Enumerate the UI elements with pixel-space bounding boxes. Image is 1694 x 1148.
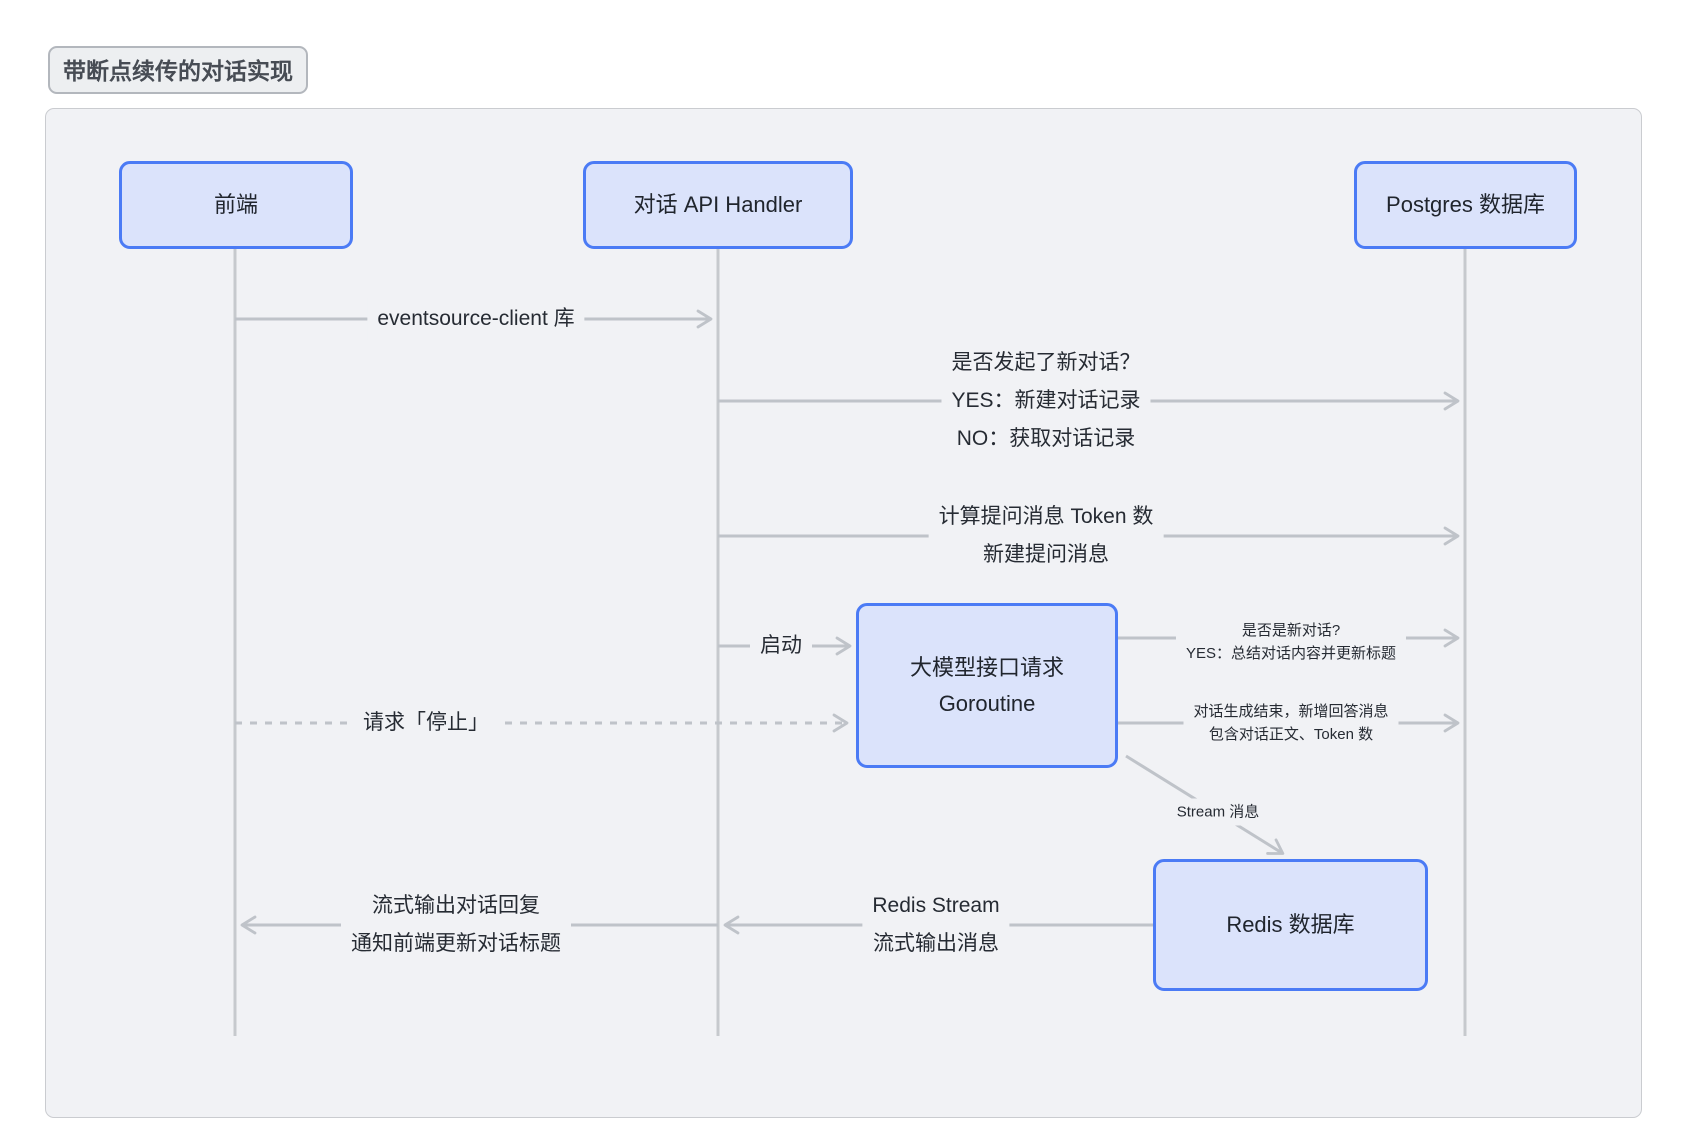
message-line: YES：总结对话内容并更新标题	[1185, 645, 1397, 662]
message-label-generation-done: 对话生成结束，新增回答消息 包含对话正文、Token 数	[1183, 698, 1399, 748]
goroutine-label-line1: 大模型接口请求	[909, 654, 1064, 680]
message-label-stream-message: Stream 消息	[1166, 798, 1270, 826]
message-label-stream-reply: 流式输出对话回复 通知前端更新对话标题	[341, 885, 571, 965]
message-line: 是否是新对话?	[1241, 622, 1341, 639]
message-label-is-new-conversation: 是否是新对话? YES：总结对话内容并更新标题	[1175, 617, 1407, 667]
message-label-start: 启动	[750, 625, 812, 667]
node-box-goroutine: 大模型接口请求 Goroutine	[856, 603, 1118, 768]
message-line: 包含对话正文、Token 数	[1208, 726, 1374, 743]
node-box-redis: Redis 数据库	[1153, 859, 1428, 991]
message-line: Redis Stream	[872, 894, 1000, 917]
message-line: 通知前端更新对话标题	[351, 932, 561, 955]
actor-frontend-label: 前端	[213, 192, 258, 217]
message-line: 新建提问消息	[983, 543, 1109, 566]
sequence-diagram-panel: eventsource-client 库 是否发起了新对话？ YES：新建对话记…	[45, 108, 1642, 1118]
message-line: Stream 消息	[1176, 803, 1260, 821]
message-line: 是否发起了新对话？	[951, 351, 1141, 374]
actor-box-frontend: 前端	[119, 161, 353, 249]
diagram-title-badge: 带断点续传的对话实现	[48, 46, 308, 94]
redis-label: Redis 数据库	[1226, 912, 1355, 937]
actor-box-api-handler: 对话 API Handler	[583, 161, 853, 249]
message-label-token-count: 计算提问消息 Token 数 新建提问消息	[928, 496, 1164, 576]
message-line: 对话生成结束，新增回答消息	[1193, 703, 1389, 720]
message-line: 流式输出对话回复	[372, 894, 540, 917]
message-line: 请求「停止」	[363, 711, 489, 734]
message-label-stop-request: 请求「停止」	[353, 702, 499, 744]
message-line: YES：新建对话记录	[951, 389, 1141, 412]
message-line: 计算提问消息 Token 数	[938, 505, 1154, 528]
actor-box-postgres: Postgres 数据库	[1354, 161, 1577, 249]
message-label-eventsource: eventsource-client 库	[367, 298, 585, 340]
message-label-new-conversation: 是否发起了新对话？ YES：新建对话记录 NO：获取对话记录	[941, 342, 1151, 460]
actor-postgres-label: Postgres 数据库	[1386, 192, 1545, 217]
actor-api-handler-label: 对话 API Handler	[633, 192, 803, 217]
message-line: 启动	[760, 634, 802, 657]
lifelines	[233, 249, 1467, 1036]
goroutine-label-line2: Goroutine	[938, 690, 1036, 716]
message-label-redis-stream: Redis Stream 流式输出消息	[862, 885, 1010, 965]
message-line: eventsource-client 库	[377, 307, 575, 330]
message-line: 流式输出消息	[873, 932, 999, 955]
message-line: NO：获取对话记录	[956, 427, 1136, 450]
